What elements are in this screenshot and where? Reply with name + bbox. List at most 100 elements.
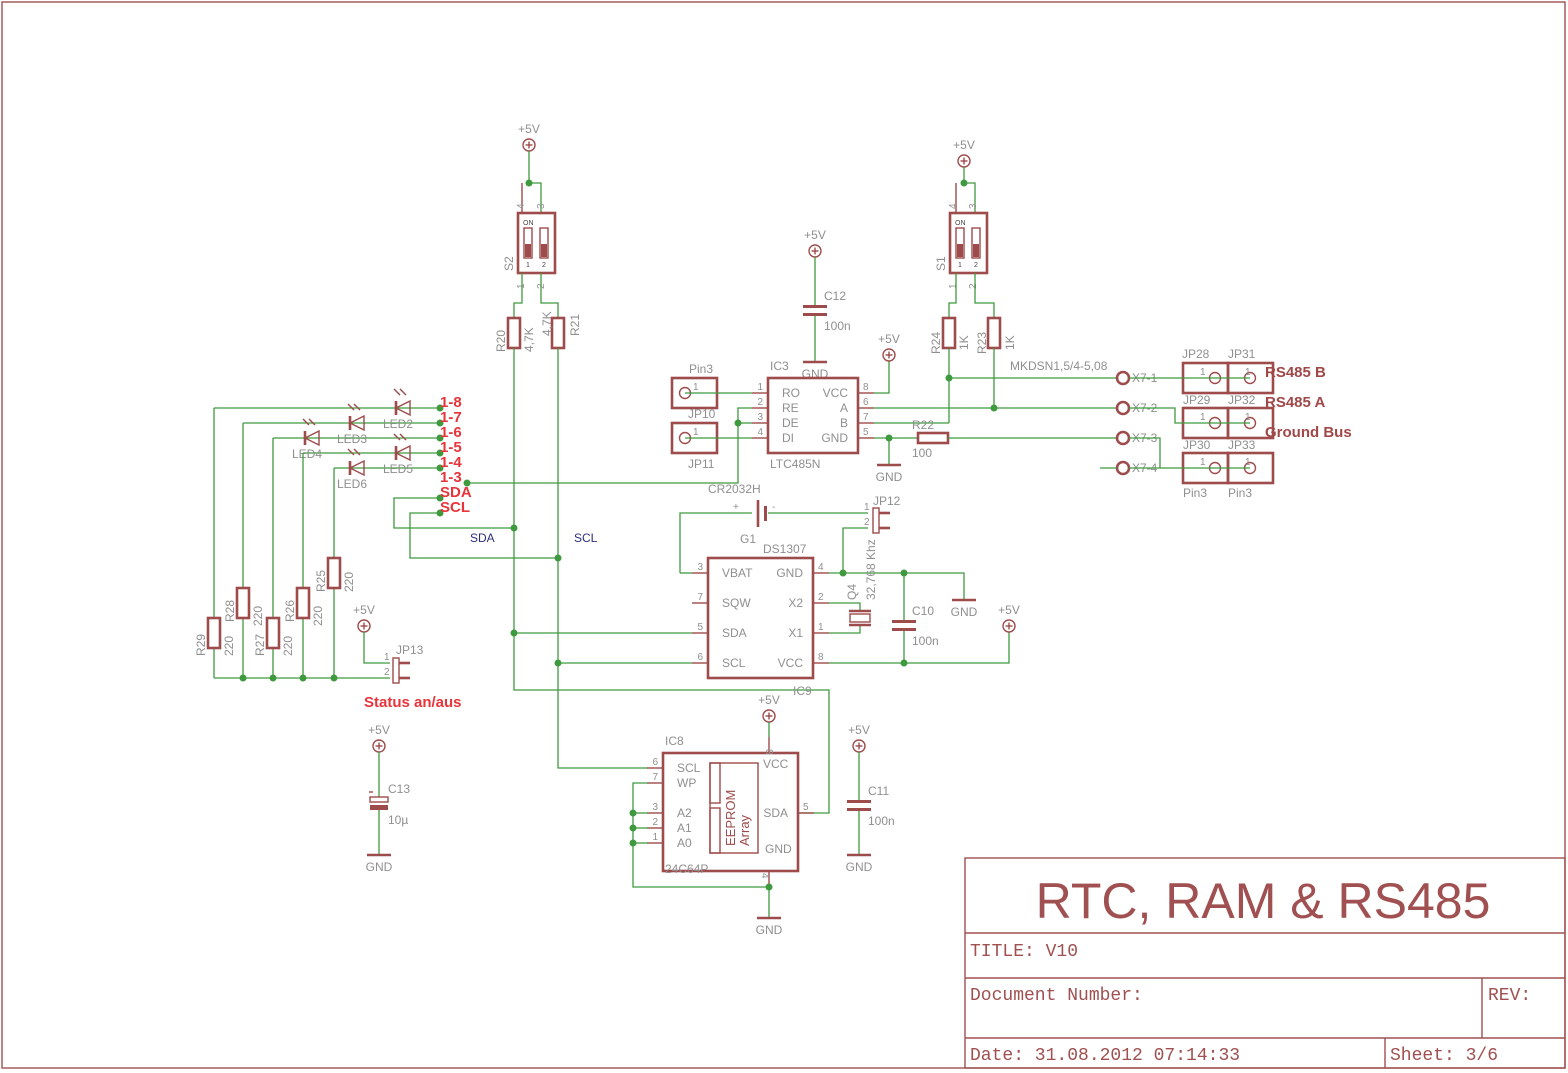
pin-number: 1 xyxy=(864,502,870,513)
header-ref: JP32 xyxy=(1228,393,1256,407)
wire xyxy=(974,273,995,318)
dip-toggle xyxy=(971,227,981,259)
capacitor-plate xyxy=(847,800,871,803)
pin-number: 1 xyxy=(1200,412,1206,423)
ic-ref: IC8 xyxy=(665,734,684,748)
capacitor-plate xyxy=(803,305,827,308)
pin-name: VCC xyxy=(763,757,789,771)
connector-value: MKDSN1,5/4-5,08 xyxy=(1010,359,1108,373)
wire xyxy=(874,361,890,394)
pin-number: 2 xyxy=(757,397,763,408)
switch-number: 1 xyxy=(958,262,962,269)
pin-number: 8 xyxy=(818,652,824,663)
pin-number: 8 xyxy=(763,749,774,755)
power-label: +5V xyxy=(998,603,1020,617)
ic-body xyxy=(661,751,800,873)
pin-number: 1 xyxy=(818,622,824,633)
revision-field: REV: xyxy=(1488,986,1531,1006)
capacitor-ref: C13 xyxy=(388,782,410,796)
pin-name: A0 xyxy=(677,836,692,850)
eeprom-array-box xyxy=(709,807,721,854)
crystal-value: 32,768 Khz xyxy=(864,539,878,600)
ic-value: 24C64P xyxy=(665,862,708,876)
led-ref: LED6 xyxy=(337,477,367,491)
resistor-value: 220 xyxy=(311,606,325,626)
resistor-value: 100 xyxy=(912,446,932,460)
ic-body xyxy=(766,376,860,455)
pin-number: 1 xyxy=(652,832,658,843)
pin-number: 7 xyxy=(697,592,703,603)
resistor xyxy=(941,316,957,350)
capacitor-plate xyxy=(847,808,871,811)
led-ray xyxy=(347,448,355,456)
led-icon xyxy=(394,399,411,417)
wire xyxy=(363,632,390,664)
resistor-ref: R29 xyxy=(194,634,208,656)
crystal-ref: Q4 xyxy=(845,584,859,600)
terminal-pad xyxy=(1115,370,1131,386)
capacitor-plate xyxy=(892,628,916,631)
switch-number: 1 xyxy=(526,262,530,269)
crystal-icon xyxy=(849,613,871,623)
capacitor-value: 100n xyxy=(824,319,851,333)
ground-label: GND xyxy=(366,860,393,874)
ground-label: GND xyxy=(846,860,873,874)
pin-name: GND xyxy=(821,431,848,445)
power-label: +5V xyxy=(368,723,390,737)
led-ref: LED5 xyxy=(383,462,413,476)
header-ref: JP33 xyxy=(1228,438,1256,452)
led-ray xyxy=(347,403,355,411)
pin-name: VCC xyxy=(823,386,849,400)
dip-switch-body xyxy=(516,211,557,275)
header-ref: JP29 xyxy=(1183,393,1211,407)
junction-dot xyxy=(436,434,444,442)
polarized-capacitor-icon xyxy=(370,805,388,810)
resistor-value: 1K xyxy=(1003,335,1017,350)
net-label: SCL xyxy=(440,499,470,516)
wire xyxy=(540,273,559,318)
junction-dot xyxy=(436,404,444,412)
eeprom-label: Array xyxy=(737,814,752,846)
led-ray xyxy=(302,418,310,426)
pin-number: 1 xyxy=(693,427,699,438)
pin-number: 3 xyxy=(757,412,763,423)
battery-value: CR2032H xyxy=(708,482,761,496)
pin-number: 1 xyxy=(1200,367,1206,378)
pin-number: 2 xyxy=(968,283,979,289)
led-icon xyxy=(394,444,411,462)
pin-number: 5 xyxy=(803,802,809,813)
ic-ref: DS1307 xyxy=(763,542,807,556)
pin-name: SCL xyxy=(722,656,746,670)
led-icon xyxy=(348,414,365,432)
dip-switch-body xyxy=(948,211,989,275)
pin-number: 4 xyxy=(948,203,959,209)
resistor-value: 220 xyxy=(251,606,265,626)
capacitor-ref: C11 xyxy=(868,784,889,798)
pin-name: DI xyxy=(782,431,794,445)
wire xyxy=(679,512,752,573)
net-label: 1-6 xyxy=(440,424,462,441)
resistor-ref: R25 xyxy=(314,570,328,592)
capacitor-ref: C10 xyxy=(912,604,934,618)
pin-number: 1 xyxy=(1245,412,1251,423)
pin-number: 4 xyxy=(759,873,770,879)
net-label-sda: SDA xyxy=(470,531,495,545)
power-label: +5V xyxy=(878,332,900,346)
power-label: +5V xyxy=(848,723,870,737)
battery-minus: - xyxy=(772,502,775,513)
bus-label: RS485 B xyxy=(1265,364,1326,381)
wire xyxy=(1129,407,1250,424)
pin-number: 3 xyxy=(697,562,703,573)
pin-number: 5 xyxy=(863,427,869,438)
power-label: +5V xyxy=(353,603,375,617)
wire xyxy=(528,151,542,213)
dip-toggle-knob xyxy=(541,244,547,257)
resistor xyxy=(295,586,311,620)
pin-number: 1 xyxy=(384,652,390,663)
switch-ref: S2 xyxy=(502,256,516,271)
pin-name: A xyxy=(840,401,848,415)
ground-label: GND xyxy=(756,923,783,937)
jumper-body xyxy=(872,507,880,534)
jumper-label: Status an/aus xyxy=(364,694,462,711)
pin-number: 3 xyxy=(652,802,658,813)
